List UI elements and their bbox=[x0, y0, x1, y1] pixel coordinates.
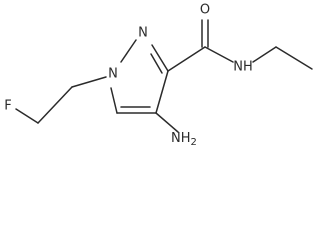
bond-ch2-n1 bbox=[71, 76, 107, 88]
amino-nh-label: NH bbox=[171, 131, 191, 146]
atom-ring-nitrogen-2: N bbox=[138, 26, 148, 41]
bond-c3-carbonyl bbox=[167, 46, 206, 72]
bond-c4-nh2 bbox=[155, 112, 179, 133]
atom-labels: F N N O NH NH2 bbox=[4, 3, 252, 148]
bond-c3-c4 bbox=[155, 70, 169, 114]
bonds bbox=[15, 19, 313, 133]
molecule-structure: F N N O NH NH2 bbox=[4, 3, 313, 148]
bond-n1-n2 bbox=[120, 39, 137, 63]
bond-ch2-ch2 bbox=[37, 86, 73, 124]
amino-subscript: 2 bbox=[191, 137, 197, 148]
bond-n2-c3 bbox=[151, 44, 169, 72]
bond-carbonyl-nh bbox=[204, 46, 234, 63]
atom-fluorine: F bbox=[4, 99, 11, 114]
bond-n2-c3-inner bbox=[150, 53, 163, 74]
bond-c5-n1 bbox=[110, 87, 118, 114]
atom-ring-nitrogen-1: N bbox=[108, 67, 118, 82]
bond-ethyl-ch2-ch3 bbox=[275, 46, 313, 70]
atom-carbonyl-oxygen: O bbox=[200, 3, 210, 18]
bond-f-ch2 bbox=[15, 108, 39, 124]
atom-amide-nh: NH bbox=[233, 60, 253, 75]
atom-amino-nh2: NH2 bbox=[171, 131, 197, 148]
bond-nh-ch2 bbox=[252, 46, 277, 63]
